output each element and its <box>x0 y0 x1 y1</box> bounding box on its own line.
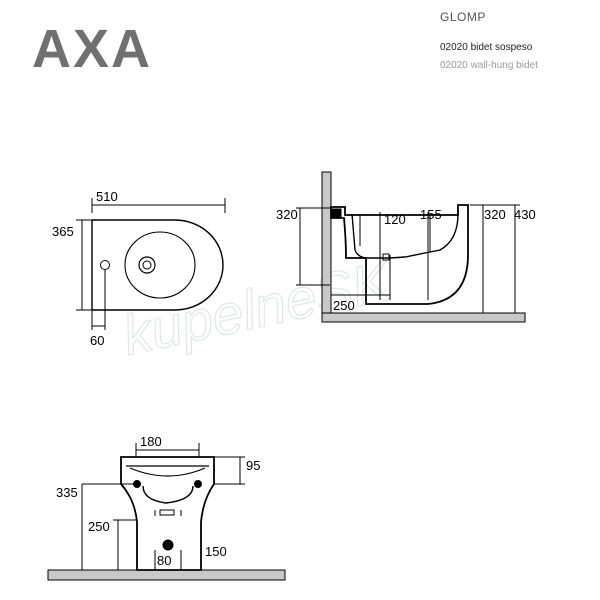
dim-side-outlet-offset: 155 <box>420 207 442 222</box>
dim-front-height-150: 150 <box>205 544 227 559</box>
dim-side-overall-height: 430 <box>514 207 536 222</box>
dim-side-bolt-spacing: 120 <box>384 212 406 227</box>
dim-top-offset: 60 <box>90 333 104 348</box>
product-name: GLOMP <box>440 10 486 24</box>
dim-front-height-335: 335 <box>56 485 78 500</box>
dim-front-width-top: 180 <box>140 434 162 449</box>
brand-logo: AXA <box>32 19 153 79</box>
top-view <box>76 198 226 330</box>
dim-front-height-250: 250 <box>88 519 110 534</box>
front-view <box>47 443 286 581</box>
dim-side-rim-height: 320 <box>484 207 506 222</box>
dim-front-height-95: 95 <box>246 458 260 473</box>
product-code-english: 02020 wall-hung bidet <box>440 60 538 71</box>
side-view <box>296 171 526 323</box>
dim-top-depth: 365 <box>52 224 74 239</box>
dim-side-waste-distance: 250 <box>333 298 355 313</box>
dim-top-width: 510 <box>96 189 118 204</box>
watermark-text: kupelneSK <box>117 248 398 366</box>
dim-front-waste-80: 80 <box>157 553 171 568</box>
product-code-italian: 02020 bidet sospeso <box>440 42 533 53</box>
dim-side-fixing-height: 320 <box>276 207 298 222</box>
